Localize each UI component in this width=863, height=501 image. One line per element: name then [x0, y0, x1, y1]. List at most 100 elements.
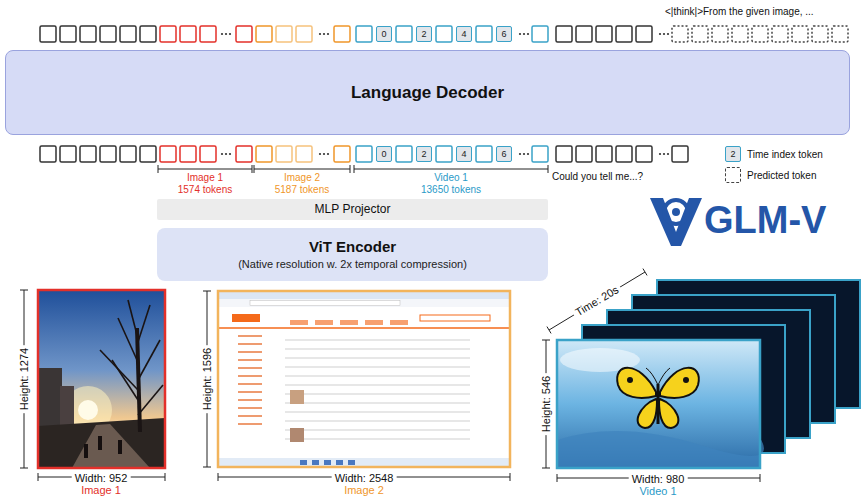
- token-square: [120, 146, 136, 162]
- butterfly: [617, 368, 699, 428]
- content-line: [285, 357, 470, 358]
- frame-border: [218, 291, 510, 467]
- content-line: [285, 348, 470, 349]
- content-line: [285, 366, 470, 367]
- nav-underline: [218, 327, 510, 329]
- logo-ring: [664, 200, 688, 224]
- content-line: [285, 375, 470, 376]
- dimension-label: Width: 2548: [332, 472, 397, 485]
- token-square: [436, 26, 452, 42]
- token-square: [596, 146, 612, 162]
- token-square: [296, 26, 312, 42]
- token-square: [436, 146, 452, 162]
- tree-branch: [137, 305, 150, 345]
- photo-street: [38, 290, 165, 468]
- ellipsis-dot: [667, 33, 669, 35]
- wing-spot: [627, 377, 633, 383]
- logo-eye: [672, 208, 680, 216]
- input-token-row: [40, 146, 688, 162]
- ellipsis-dot: [659, 33, 661, 35]
- image-caption: Image 2: [344, 484, 384, 497]
- ellipsis-dot: [523, 33, 525, 35]
- token-square: [636, 26, 652, 42]
- token-square: [120, 26, 136, 42]
- vit-block: ViT Encoder(Native resolution w. 2x temp…: [157, 228, 548, 281]
- legend-text: Predicted token: [747, 170, 817, 181]
- menu-item: [238, 359, 262, 361]
- ellipsis-dot: [229, 33, 231, 35]
- prompt-text: Could you tell me...?: [552, 171, 643, 183]
- logo-text: GLM-V: [704, 199, 826, 243]
- node-title: 0: [381, 149, 386, 159]
- token-square: [100, 26, 116, 42]
- time-index-token: 0: [376, 146, 392, 162]
- span-bracket: [158, 165, 252, 173]
- token-square: [752, 26, 768, 42]
- time-index-token: 6: [496, 146, 512, 162]
- dimension-tick: [542, 468, 550, 469]
- image-caption: Image 1: [81, 484, 121, 497]
- token-square: [476, 146, 492, 162]
- decoder-block: Language Decoder: [5, 50, 850, 135]
- bracket-line: [354, 169, 548, 170]
- wing-spot: [683, 377, 689, 383]
- bracket-line: [158, 169, 252, 170]
- token-square: [576, 26, 592, 42]
- legend-entry: Predicted token: [725, 167, 817, 183]
- legend-entry: Time index token: [725, 146, 823, 162]
- ellipsis-dot: [527, 153, 529, 155]
- ellipsis-dot: [327, 33, 329, 35]
- token-square: [616, 146, 632, 162]
- pedestrian: [84, 444, 88, 458]
- menu-item: [238, 343, 262, 345]
- token-square: [712, 26, 728, 42]
- bracket-line: [254, 169, 350, 170]
- node-title: 6: [501, 29, 506, 39]
- token-square: [334, 146, 350, 162]
- ground: [38, 418, 165, 468]
- token-square: [792, 26, 808, 42]
- node-title: 2: [421, 29, 426, 39]
- menu-item: [238, 415, 262, 417]
- time-index-token: 2: [416, 146, 432, 162]
- dimension-tick: [38, 473, 39, 481]
- ellipsis-dot: [667, 153, 669, 155]
- wing: [638, 399, 657, 428]
- content-line: [285, 411, 470, 412]
- dimension-tick: [203, 291, 211, 292]
- taskbar-icon: [336, 460, 343, 465]
- image-caption: Video 1: [639, 485, 676, 498]
- bracket-tick: [252, 165, 253, 173]
- token-square: [596, 26, 612, 42]
- token-square: [80, 26, 96, 42]
- page: [218, 291, 510, 467]
- tree-branch: [138, 340, 160, 380]
- token-square: [556, 26, 572, 42]
- menu-item: [238, 383, 262, 385]
- ellipsis-dot: [527, 33, 529, 35]
- content-line: [285, 339, 470, 340]
- span-name: Video 1: [434, 172, 468, 184]
- output-text: <|think|>From the given image, ...: [665, 6, 814, 18]
- token-square: [396, 26, 412, 42]
- ellipsis-dot: [319, 153, 321, 155]
- token-square: [80, 146, 96, 162]
- token-square: [672, 146, 688, 162]
- span-bracket: [254, 165, 350, 173]
- content-line: [285, 429, 470, 430]
- ellipsis-dot: [229, 153, 231, 155]
- ellipsis-dot: [323, 33, 325, 35]
- frame-border: [38, 290, 165, 468]
- tree-branch: [100, 350, 138, 390]
- video-frames: [557, 280, 860, 468]
- sky: [38, 290, 165, 468]
- node-title: 6: [501, 149, 506, 159]
- token-square: [532, 146, 548, 162]
- content-line: [285, 384, 470, 385]
- token-square: [812, 26, 828, 42]
- taskbar: [218, 458, 510, 467]
- product-thumb: [290, 428, 304, 442]
- tree-branch: [128, 300, 137, 335]
- taskbar-icon: [348, 460, 355, 465]
- menu-item: [238, 351, 262, 353]
